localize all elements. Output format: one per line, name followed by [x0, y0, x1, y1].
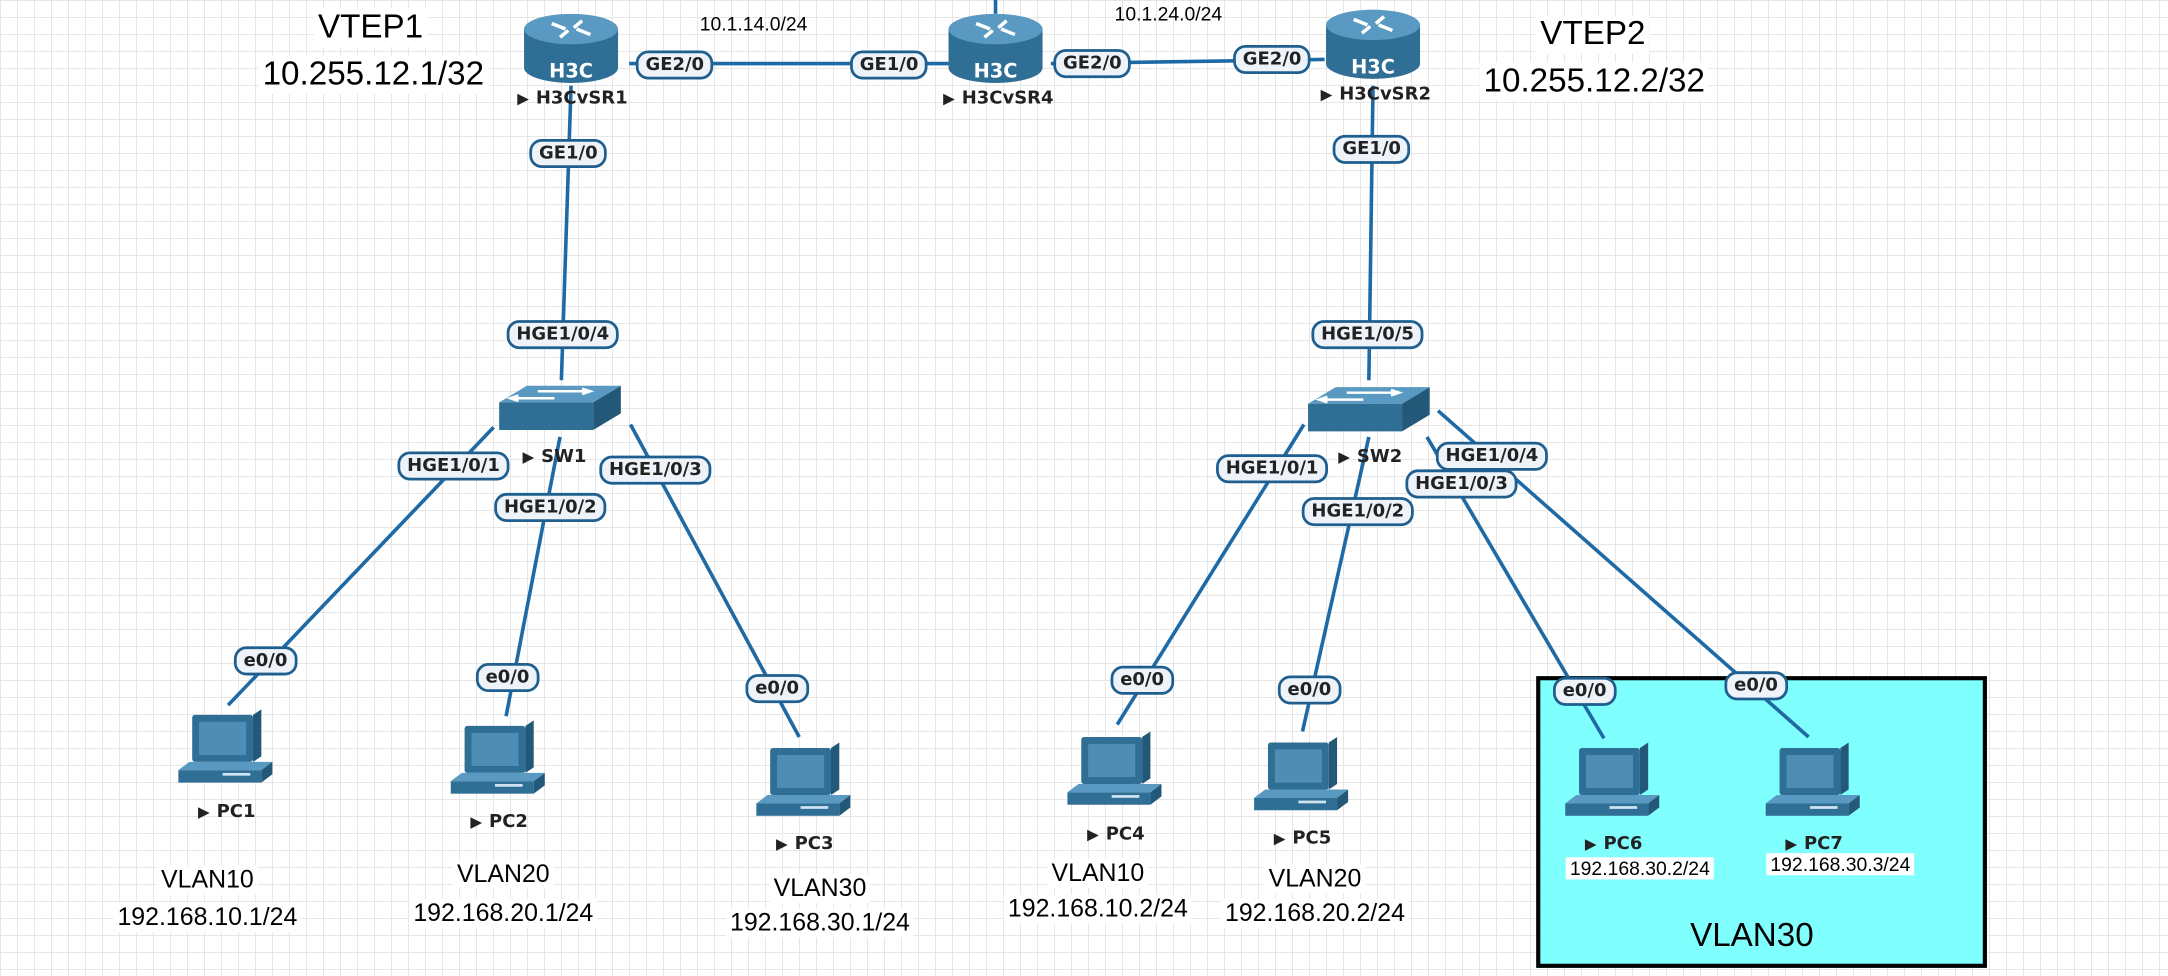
router1-logo: H3C	[549, 59, 593, 82]
switch-sw2-label: SW2	[1338, 447, 1402, 468]
pc5-ip: 192.168.20.2/24	[1220, 898, 1410, 928]
port-sw2-hge101: HGE1/0/1	[1216, 454, 1329, 484]
pc1-vlan: VLAN10	[156, 865, 258, 895]
pc5-label: PC5	[1274, 828, 1331, 849]
port-sw1-hge102: HGE1/0/2	[494, 492, 607, 522]
port-pc7-e00: e0/0	[1724, 671, 1788, 701]
router-h3cvsr1-label: H3CvSR1	[517, 88, 628, 109]
pc4-vlan: VLAN10	[1047, 858, 1149, 888]
port-sw2-hge105: HGE1/0/5	[1311, 320, 1424, 350]
pc2-vlan: VLAN20	[452, 860, 554, 890]
pc2-ip: 192.168.20.1/24	[409, 898, 598, 928]
port-r1-ge20: GE2/0	[635, 50, 714, 80]
pc7-label: PC7	[1785, 834, 1843, 855]
vlan30-group-label: VLAN30	[1690, 916, 1814, 955]
pc4-label: PC4	[1087, 824, 1145, 845]
vtep2-name: VTEP2	[1536, 15, 1650, 54]
vtep1-ip: 10.255.12.1/32	[258, 55, 489, 95]
port-pc5-e00: e0/0	[1277, 675, 1341, 705]
switch-sw1-label: SW1	[523, 447, 586, 468]
subnet-r1-r4: 10.1.14.0/24	[699, 12, 808, 35]
router-h3cvsr2-label: H3CvSR2	[1321, 84, 1431, 105]
port-pc2-e00: e0/0	[475, 663, 540, 693]
port-r2-ge20: GE2/0	[1233, 44, 1312, 74]
pc7-ip: 192.168.30.3/24	[1766, 853, 1915, 876]
port-pc6-e00: e0/0	[1553, 676, 1617, 706]
port-r1-ge10: GE1/0	[529, 138, 608, 168]
port-r4-ge10: GE1/0	[850, 50, 929, 80]
subnet-r4-r2: 10.1.24.0/24	[1114, 2, 1223, 25]
router4-logo: H3C	[974, 59, 1018, 82]
router2-logo: H3C	[1351, 55, 1395, 78]
port-pc1-e00: e0/0	[233, 646, 298, 676]
cable-lines	[226, 0, 1810, 740]
pc3-label: PC3	[776, 834, 834, 855]
pc6-ip: 192.168.30.2/24	[1565, 857, 1715, 880]
pc2-label: PC2	[470, 812, 528, 833]
pc3-ip: 192.168.30.1/24	[725, 908, 915, 938]
port-r2-ge10: GE1/0	[1332, 134, 1411, 164]
pc6-label: PC6	[1585, 834, 1642, 855]
vtep1-name: VTEP1	[313, 8, 428, 48]
port-sw1-hge103: HGE1/0/3	[599, 455, 712, 485]
port-sw1-hge104: HGE1/0/4	[506, 320, 619, 350]
router-h3cvsr4-label: H3CvSR4	[943, 88, 1054, 109]
pc4-ip: 192.168.10.2/24	[1003, 894, 1192, 924]
port-pc3-e00: e0/0	[745, 674, 809, 704]
pc5-vlan: VLAN20	[1264, 864, 1366, 894]
port-sw2-hge104: HGE1/0/4	[1435, 441, 1548, 471]
pc1-ip: 192.168.10.1/24	[113, 902, 302, 932]
port-pc4-e00: e0/0	[1110, 665, 1174, 695]
port-sw2-hge102: HGE1/0/2	[1301, 497, 1414, 527]
pc1-label: PC1	[198, 802, 256, 823]
port-sw2-hge103: HGE1/0/3	[1405, 469, 1518, 499]
vtep2-ip: 10.255.12.2/32	[1479, 62, 1710, 101]
port-sw1-hge101: HGE1/0/1	[397, 451, 510, 481]
pc3-vlan: VLAN30	[769, 873, 871, 903]
port-r4-ge20: GE2/0	[1053, 49, 1132, 79]
